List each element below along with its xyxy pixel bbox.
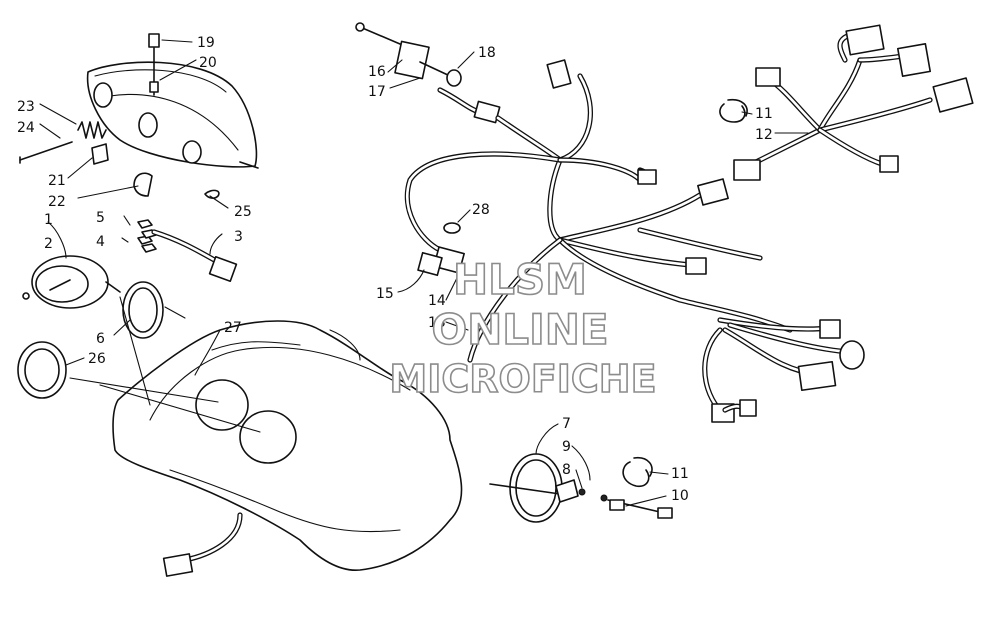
watermark-line-3: MICROFICHE	[389, 357, 656, 401]
callout-24: 24	[17, 120, 35, 136]
headlight-assembly	[19, 33, 259, 199]
callout-28: 28	[472, 202, 490, 218]
callout-8: 8	[562, 462, 571, 478]
sub-harness	[719, 24, 974, 181]
callout-15: 15	[376, 286, 394, 302]
callout-5: 5	[96, 210, 105, 226]
callout-13: 13	[428, 315, 446, 331]
callout-2: 2	[44, 236, 53, 252]
callout-18: 18	[478, 45, 496, 61]
callout-25: 25	[234, 204, 252, 220]
watermark-line-1: HLSM	[453, 255, 587, 304]
callout-17: 17	[368, 84, 386, 100]
watermark-line-2: ONLINE	[431, 305, 608, 354]
watermark: HLSM ONLINE MICROFICHE	[389, 254, 658, 402]
callout-26: 26	[88, 351, 106, 367]
callout-19: 19	[197, 35, 215, 51]
sensor-assembly	[489, 453, 673, 523]
callout-21: 21	[48, 173, 66, 189]
callout-labels: 19 20 23 24 21 22 25 5 4 3 1 2 6 26 27 1…	[17, 35, 773, 504]
callout-3: 3	[234, 229, 243, 245]
callout-6: 6	[96, 331, 105, 347]
callout-27: 27	[224, 320, 242, 336]
callout-22: 22	[48, 194, 66, 210]
callout-7: 7	[562, 416, 571, 432]
callout-20: 20	[199, 55, 217, 71]
callout-23: 23	[17, 99, 35, 115]
callout-4: 4	[96, 234, 105, 250]
callout-11-bottom: 11	[671, 466, 689, 482]
leader-lines	[39, 39, 809, 507]
callout-9: 9	[562, 439, 571, 455]
dash-panel	[69, 296, 463, 577]
callout-1: 1	[44, 212, 53, 228]
callout-10: 10	[671, 488, 689, 504]
callout-14: 14	[428, 293, 446, 309]
callout-12: 12	[755, 127, 773, 143]
main-wiring-harness	[404, 59, 865, 423]
switch-assembly	[355, 22, 501, 124]
callout-11-top: 11	[755, 106, 773, 122]
callout-16: 16	[368, 64, 386, 80]
speedometer-group	[17, 215, 238, 399]
